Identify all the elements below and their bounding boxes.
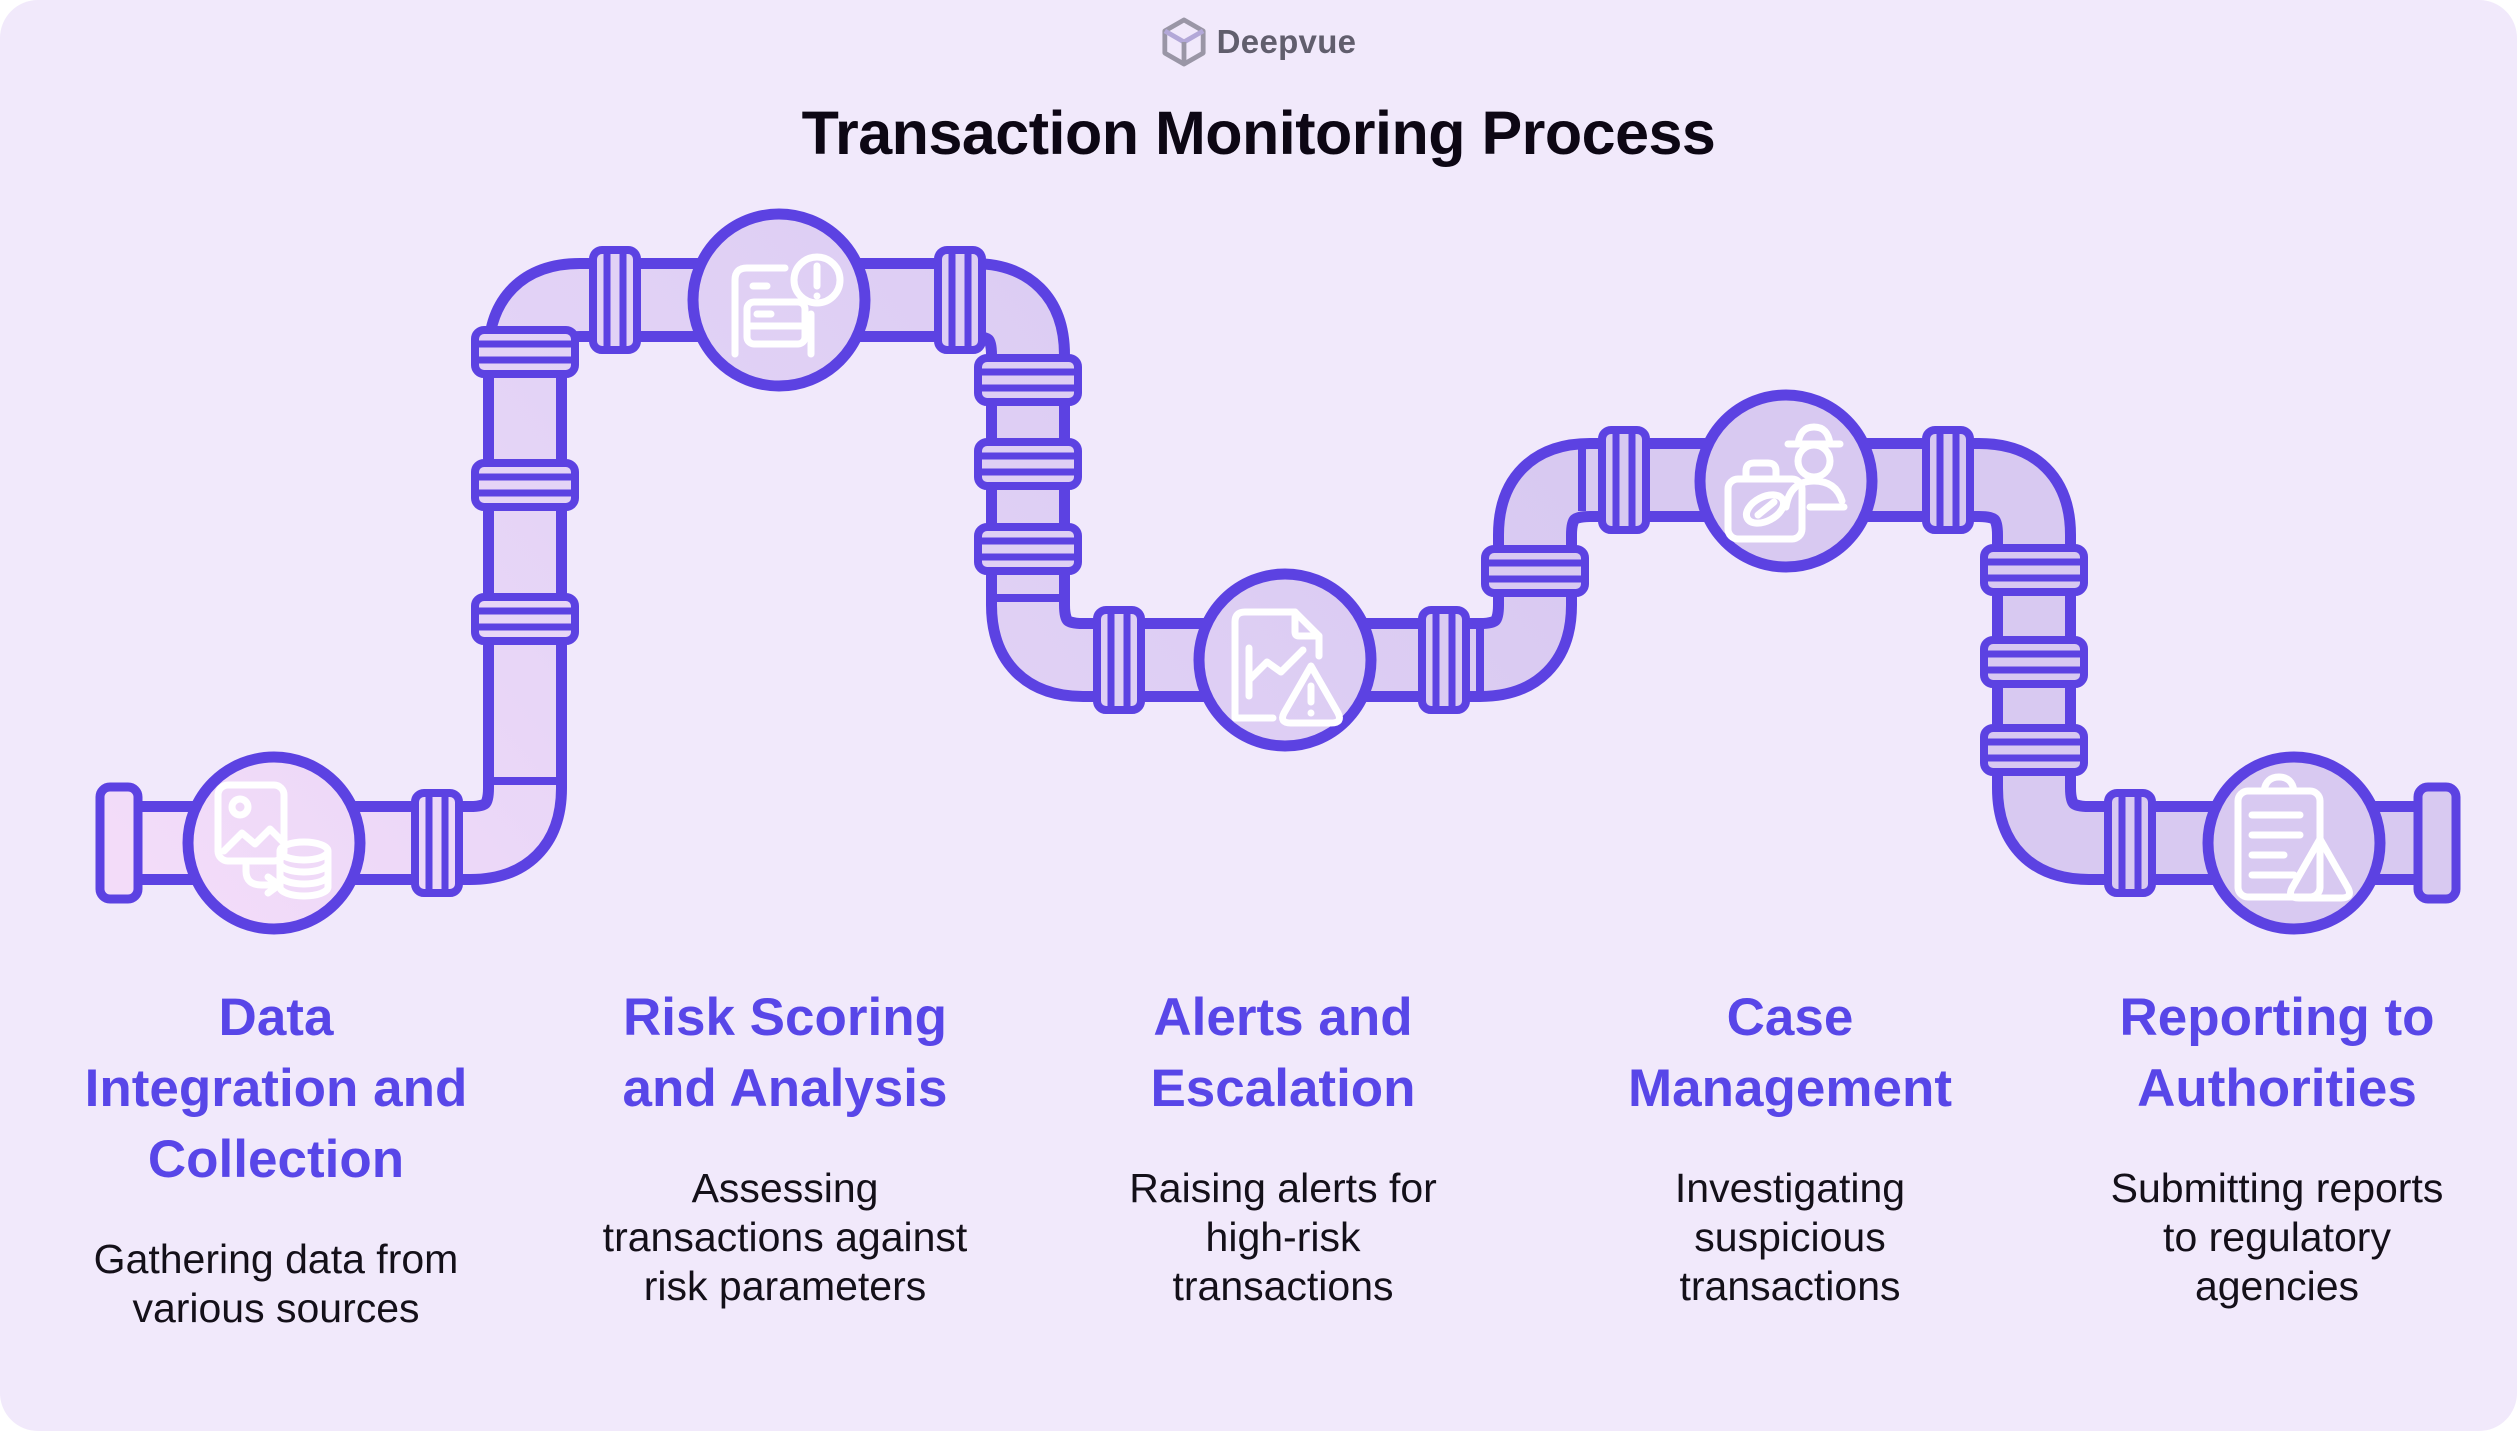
step-column-2: Risk Scoring and Analysis Assessing tran… xyxy=(535,982,1035,1311)
page-title: Transaction Monitoring Process xyxy=(801,99,1716,167)
step-title: Case Management xyxy=(1628,988,1952,1118)
step-node-3 xyxy=(1193,568,1377,752)
step-title: Reporting to Authorities xyxy=(2119,988,2435,1118)
step-column-5: Reporting to Authorities Submitting repo… xyxy=(2027,982,2517,1311)
pipe-coupling xyxy=(471,326,579,378)
step-description: Submitting reports to regulatory agencie… xyxy=(2110,1165,2444,1309)
deepvue-hexagon-logo-icon xyxy=(1162,17,1206,67)
pipe-joint-lines xyxy=(494,449,1586,785)
pipe-coupling xyxy=(411,789,463,897)
step-title: Risk Scoring and Analysis xyxy=(622,988,948,1118)
pipe-coupling xyxy=(1598,426,1650,534)
step-description: Assessing transactions against risk para… xyxy=(602,1165,968,1309)
pipe-coupling xyxy=(1980,636,2088,688)
pipe-coupling xyxy=(974,354,1082,406)
step-column-4: Case Management Investigating suspicious… xyxy=(1540,982,2040,1311)
document-risk-icon xyxy=(731,253,844,358)
step-title: Alerts and Escalation xyxy=(1150,988,1416,1118)
pipe-coupling xyxy=(1980,724,2088,776)
step-description: Raising alerts for high-risk transaction… xyxy=(1129,1165,1437,1309)
step-description: Gathering data from various sources xyxy=(93,1236,459,1331)
pipe-coupling xyxy=(471,593,579,645)
pipe-coupling xyxy=(974,523,1082,575)
step-node-5 xyxy=(2202,751,2386,935)
pipe-coupling xyxy=(2104,789,2156,897)
logo: Deepvue xyxy=(0,16,2517,68)
pipe-coupling xyxy=(1481,545,1589,597)
pipe-coupling xyxy=(1093,606,1145,714)
pipe-coupling xyxy=(1980,544,2088,596)
pipe-coupling xyxy=(934,246,986,354)
pipe-couplings xyxy=(411,246,2156,897)
logo-text: Deepvue xyxy=(1216,23,1357,60)
step-column-1: Data Integration and Collection Gatherin… xyxy=(26,982,526,1333)
pipe-coupling xyxy=(1418,606,1470,714)
step-description: Investigating suspicious transactions xyxy=(1674,1165,1906,1309)
report-warning-icon xyxy=(2234,773,2353,902)
step-title: Data Integration and Collection xyxy=(84,988,468,1189)
investigator-case-icon xyxy=(1724,423,1848,543)
pipe-end-cap-left xyxy=(95,782,143,904)
data-transfer-icon xyxy=(214,781,332,900)
chart-alert-icon xyxy=(1231,608,1343,727)
pipe-coupling xyxy=(1922,426,1974,534)
pipe-coupling xyxy=(471,459,579,511)
pipe-end-cap-right xyxy=(2413,782,2461,904)
step-column-3: Alerts and Escalation Raising alerts for… xyxy=(1033,982,1533,1311)
pipe-coupling xyxy=(589,246,641,354)
pipe-coupling xyxy=(974,438,1082,490)
